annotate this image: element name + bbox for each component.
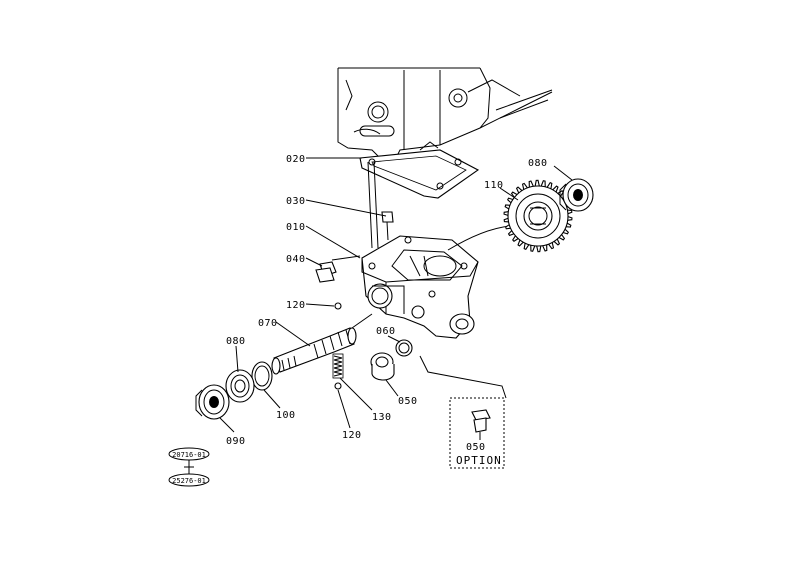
label-020: 020 (286, 154, 306, 165)
o-ring-part (395, 339, 413, 357)
plug-part (370, 352, 395, 381)
gear-110 (503, 179, 573, 253)
label-120-lower: 120 (342, 430, 362, 441)
label-050: 050 (398, 396, 418, 407)
label-050-option: 050 (466, 442, 486, 453)
bearing-080-left (225, 369, 255, 403)
label-010: 010 (286, 222, 306, 233)
spring-part (332, 353, 344, 379)
gear-case-housing (361, 225, 511, 339)
ball-120-lower (334, 382, 342, 390)
label-030: 030 (286, 196, 306, 207)
label-100: 100 (276, 410, 296, 421)
label-130: 130 (372, 412, 392, 423)
label-080-right: 080 (528, 158, 548, 169)
gasket-part (359, 149, 480, 199)
option-box (419, 355, 507, 469)
ref-bottom: 25276-01 (172, 477, 206, 485)
bearing-090 (195, 384, 230, 420)
label-120-upper: 120 (286, 300, 306, 311)
label-080-left: 080 (226, 336, 246, 347)
ref-top: 20716-01 (172, 451, 206, 459)
option-label: OPTION (456, 454, 502, 467)
shaft-part (271, 313, 373, 375)
dowel-pin-part (367, 161, 394, 249)
label-070: 070 (258, 318, 278, 329)
label-040: 040 (286, 254, 306, 265)
bearing-080-right (559, 178, 594, 212)
leader-lines (219, 157, 573, 440)
label-110: 110 (484, 180, 504, 191)
label-090: 090 (226, 436, 246, 447)
snap-ring-part (251, 361, 273, 391)
reference-stamps: 20716-01 25276-01 (168, 447, 210, 487)
ball-120-upper (334, 302, 342, 310)
label-060: 060 (376, 326, 396, 337)
engine-block (337, 67, 553, 161)
bolt-part (315, 255, 361, 283)
